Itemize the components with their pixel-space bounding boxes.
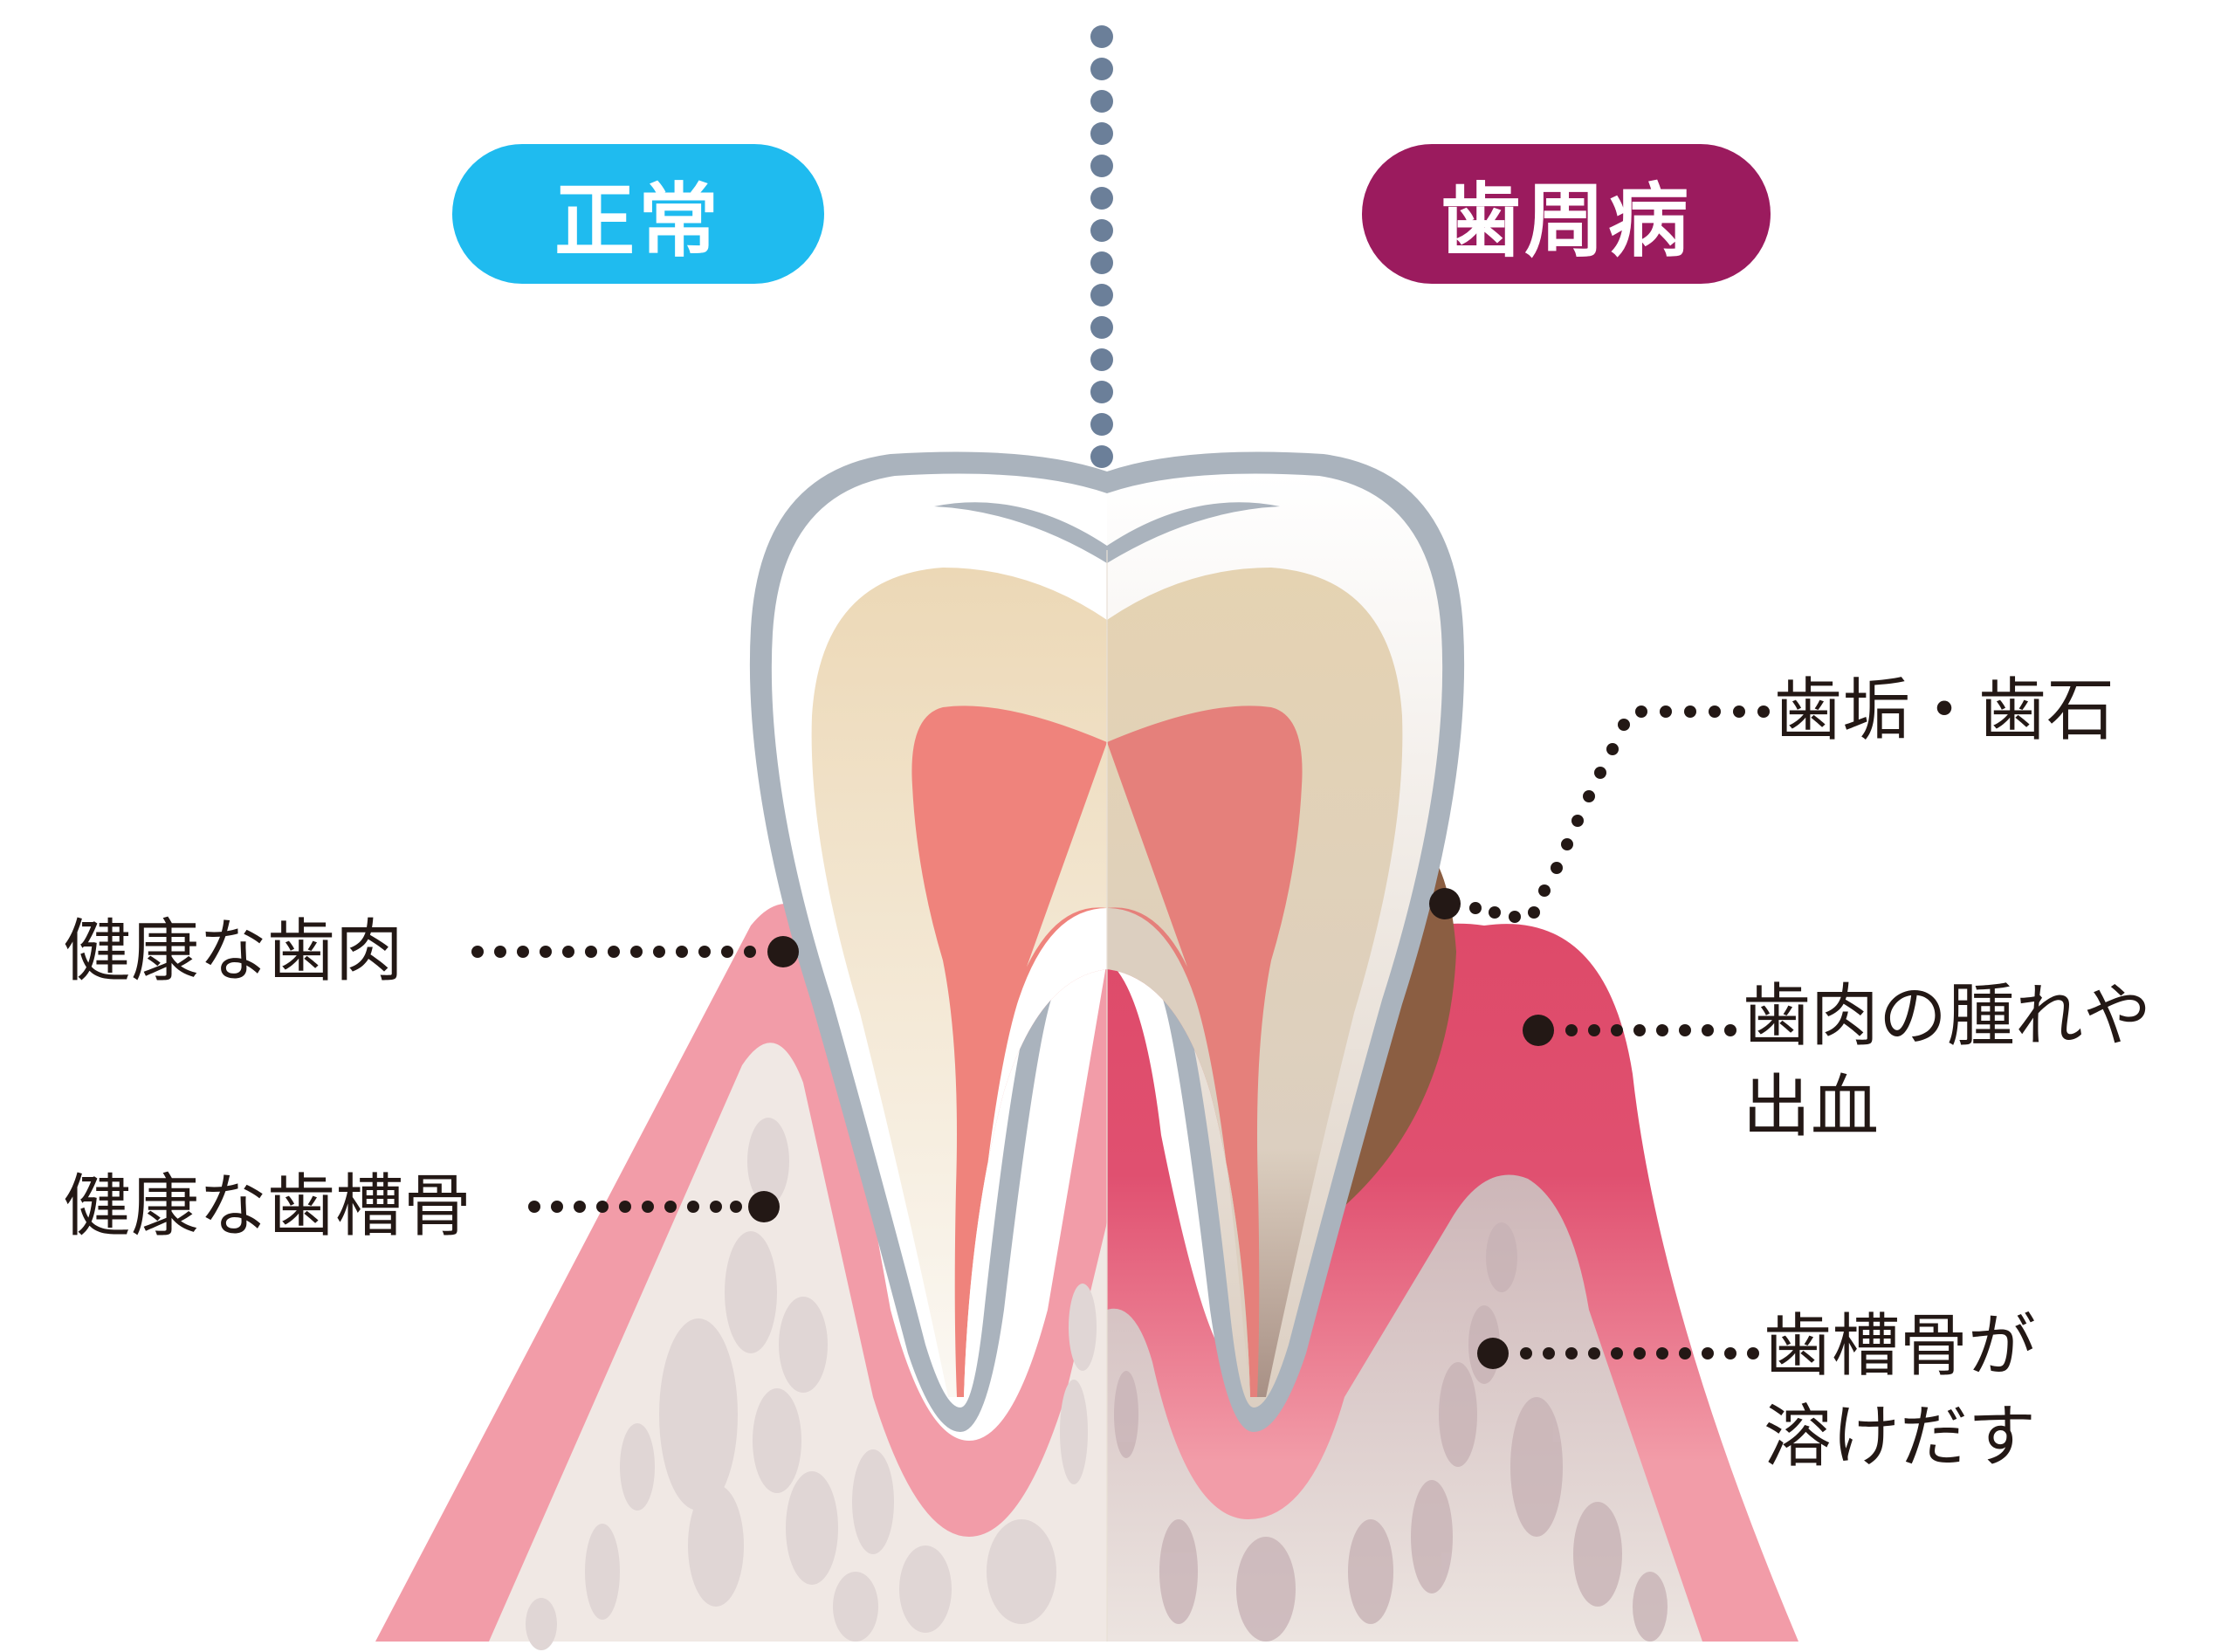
label-healthy-alveolar-bone: 健康な歯槽骨 [63, 1167, 472, 1246]
label-alveolar-bone-dissolving: 歯槽骨が 溶けだす [1764, 1307, 2037, 1476]
label-healthy-gum: 健康な歯肉 [63, 912, 404, 991]
label-gum-swelling-bleeding: 歯肉の腫れや 出血 [1743, 977, 2152, 1146]
label-plaque-tartar: 歯垢・歯石 [1774, 671, 2115, 750]
header-periodontal-label: 歯周病 [1440, 174, 1692, 268]
header-periodontal-badge: 歯周病 [1362, 144, 1771, 284]
leader-lines [471, 706, 1770, 1369]
header-normal-label: 正常 [554, 174, 722, 268]
center-divider-dots [1090, 25, 1113, 468]
header-normal-badge: 正常 [452, 144, 824, 284]
